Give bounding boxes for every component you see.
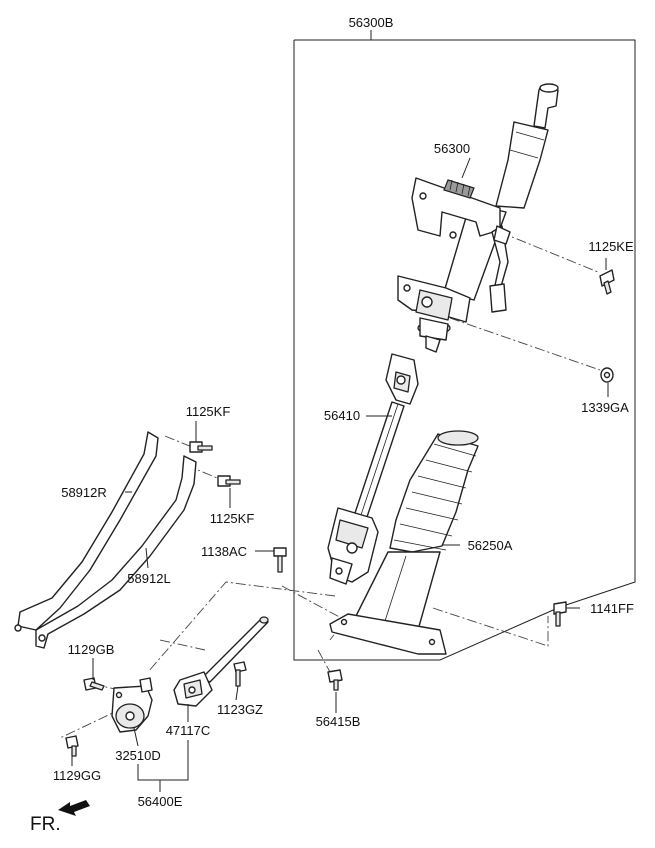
leader-lines bbox=[59, 231, 601, 739]
lower-shaft-47117c bbox=[173, 616, 269, 707]
label-56400e: 56400E bbox=[138, 794, 183, 809]
bolt-1138ac bbox=[273, 547, 287, 573]
bolt-1141ff bbox=[553, 601, 567, 627]
bolt-1125kf-upper bbox=[189, 441, 213, 453]
bolt-1125ke bbox=[599, 269, 615, 295]
label-1125ke: 1125KE bbox=[588, 239, 634, 254]
bolt-1123gz bbox=[233, 661, 247, 687]
front-direction-marker: FR. bbox=[30, 800, 90, 835]
label-1125kf-upper: 1125KF bbox=[186, 404, 231, 419]
gear-unit-32510d bbox=[111, 677, 153, 733]
label-56300: 56300 bbox=[434, 141, 470, 156]
label-56300b: 56300B bbox=[349, 15, 394, 30]
label-56410: 56410 bbox=[324, 408, 360, 423]
bolt-1129gb bbox=[83, 677, 105, 691]
bracket-58912l bbox=[35, 455, 197, 649]
label-leaders bbox=[71, 157, 609, 792]
label-32510d: 32510D bbox=[115, 748, 161, 763]
label-58912l: 58912L bbox=[127, 571, 170, 586]
label-1129gb: 1129GB bbox=[68, 642, 115, 657]
label-1138ac: 1138AC bbox=[201, 544, 247, 559]
boot-cover-56250a bbox=[329, 430, 479, 655]
label-1125kf-lower: 1125KF bbox=[210, 511, 255, 526]
bolt-56415b bbox=[327, 669, 343, 691]
bolt-1125kf-lower bbox=[217, 475, 241, 487]
part-labels: 56300B 56300 1125KE 1339GA 56410 1125KF … bbox=[53, 15, 634, 809]
label-1141ff: 1141FF bbox=[590, 601, 634, 616]
bracket-58912r bbox=[14, 431, 159, 632]
label-47117c: 47117C bbox=[166, 723, 211, 738]
intermediate-shaft-56410 bbox=[327, 353, 419, 585]
steering-column-56300 bbox=[397, 83, 559, 353]
label-58912r: 58912R bbox=[61, 485, 107, 500]
nut-1339ga bbox=[600, 367, 614, 383]
label-front: FR. bbox=[30, 814, 61, 835]
front-arrow-icon bbox=[58, 800, 90, 816]
label-56250a: 56250A bbox=[468, 538, 513, 553]
label-1129gg: 1129GG bbox=[53, 768, 101, 783]
label-1123gz: 1123GZ bbox=[217, 702, 263, 717]
label-56415b: 56415B bbox=[316, 714, 361, 729]
label-1339ga: 1339GA bbox=[581, 400, 629, 415]
bolt-1129gg bbox=[65, 735, 79, 757]
